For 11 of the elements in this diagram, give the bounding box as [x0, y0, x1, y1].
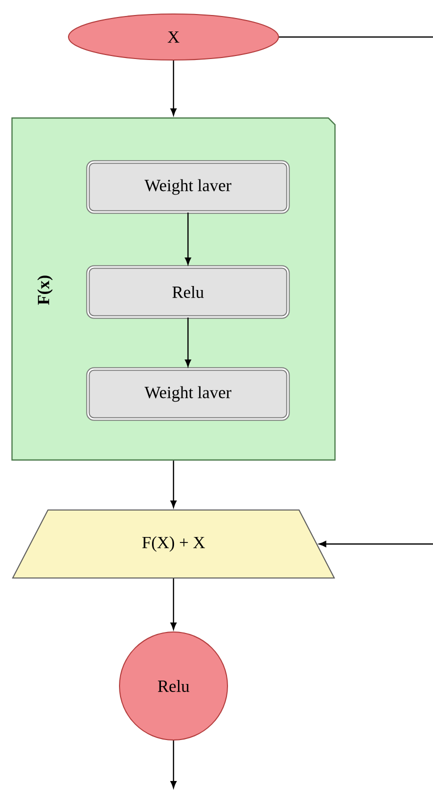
arrow: [184, 318, 192, 367]
layer-box: Relu: [86, 265, 290, 319]
layer-box: Weight laver: [86, 367, 290, 421]
arrow: [170, 578, 177, 630]
layer-box: Weight laver: [86, 160, 290, 214]
arrow: [170, 740, 177, 788]
arrow: [184, 212, 192, 265]
arrow: [319, 540, 433, 548]
arrow: [170, 60, 177, 116]
arrow: [170, 460, 177, 508]
container-heading: F(x): [37, 276, 53, 305]
